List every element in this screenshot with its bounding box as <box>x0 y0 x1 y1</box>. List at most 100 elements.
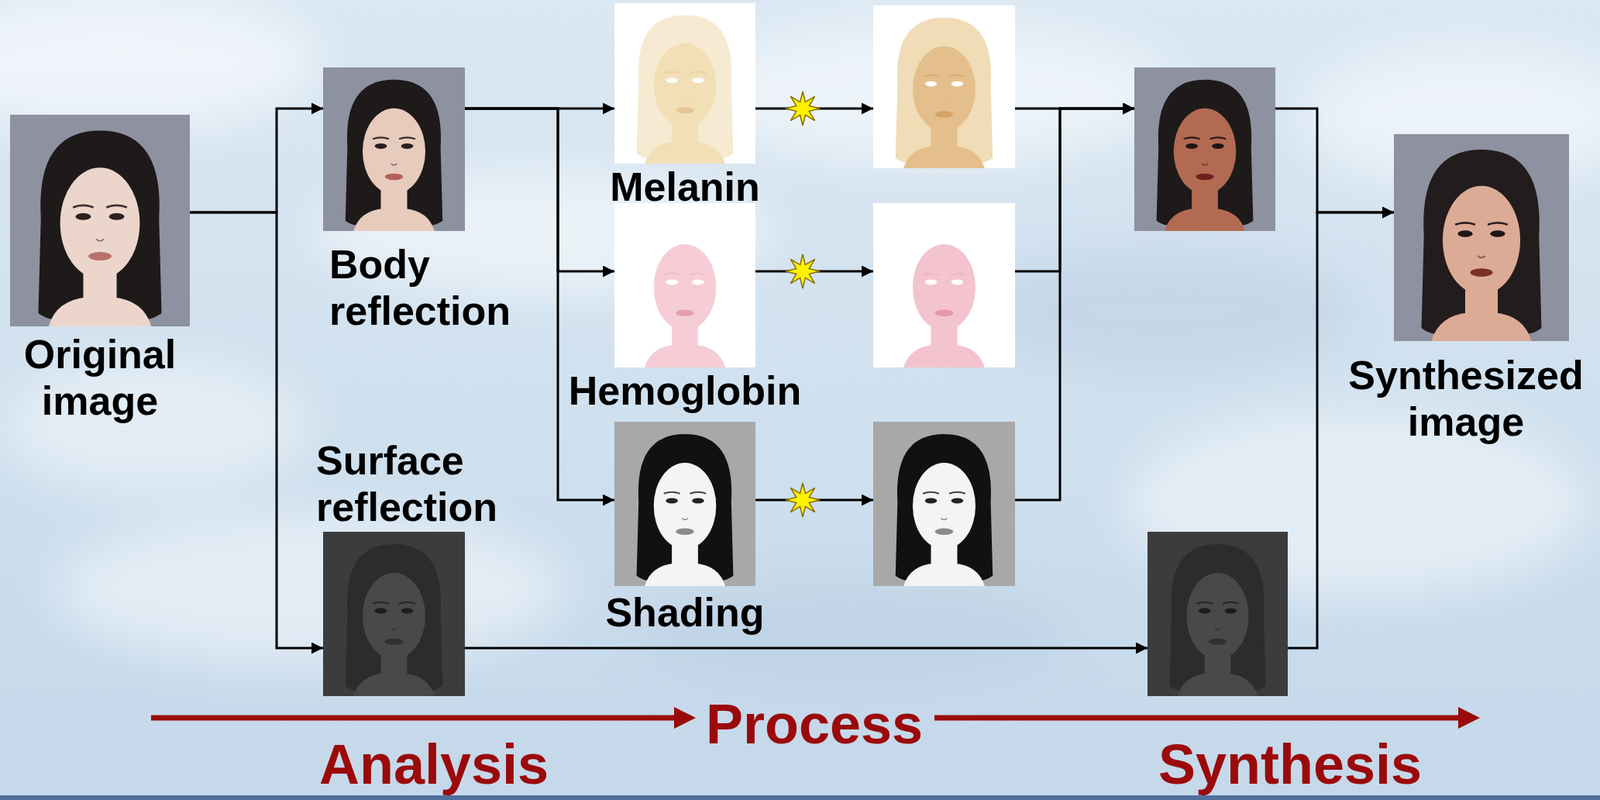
face <box>912 244 976 331</box>
eyebrow <box>922 75 940 77</box>
eye <box>691 77 705 83</box>
shoulders <box>903 145 985 169</box>
nose <box>681 97 689 100</box>
flow-arrow <box>151 715 676 721</box>
photo-ground <box>873 5 1016 169</box>
flow-connector <box>464 108 615 272</box>
lips <box>935 110 954 117</box>
eyebrow <box>922 273 940 276</box>
image-box: Melanin <box>614 3 756 164</box>
photo-ground <box>614 203 756 368</box>
eyebrow <box>372 602 389 604</box>
cloud-shadow <box>968 247 1356 372</box>
lips <box>1195 173 1214 180</box>
lips <box>675 528 694 535</box>
face <box>1173 108 1237 195</box>
flow-arrowhead <box>674 706 696 729</box>
eyebrow <box>949 273 966 276</box>
shoulders <box>1431 312 1532 341</box>
photo-ground <box>323 531 465 696</box>
image-box: Original image <box>10 114 190 327</box>
image-label: Hemoglobin <box>553 367 817 414</box>
image-box <box>873 421 1016 586</box>
lips <box>675 309 694 317</box>
image-box: Surface reflection <box>323 531 465 696</box>
eye <box>691 498 705 504</box>
stage-label: Analysis <box>319 736 549 792</box>
nose <box>1477 255 1486 259</box>
shoulders <box>644 563 726 586</box>
nose <box>1214 628 1222 630</box>
lips <box>935 309 954 317</box>
eye <box>1198 608 1212 614</box>
nose <box>1201 163 1208 166</box>
eyebrow <box>664 72 681 74</box>
shoulders <box>48 296 152 327</box>
face <box>362 108 426 195</box>
image-label: Synthesized image <box>1334 351 1598 445</box>
image-label: Surface reflection <box>316 436 510 530</box>
photo-ground <box>614 3 756 164</box>
eyebrow <box>922 492 940 494</box>
flow-arrowhead <box>1458 706 1480 729</box>
face <box>653 43 717 128</box>
photo-ground <box>873 421 1016 586</box>
face-picture <box>873 421 1016 586</box>
face-picture <box>323 67 465 231</box>
eyebrow <box>949 492 966 494</box>
face-picture <box>1147 531 1288 696</box>
eyebrow <box>690 273 707 276</box>
eyebrow <box>690 492 707 494</box>
shoulders <box>903 344 985 368</box>
eye <box>1489 230 1505 238</box>
face-picture <box>614 203 756 368</box>
flow-connector <box>464 646 1148 650</box>
eye <box>925 498 938 504</box>
eye <box>951 81 964 87</box>
flow-connector <box>1015 108 1135 272</box>
eye <box>109 213 125 221</box>
eyebrow <box>106 205 128 208</box>
face-picture <box>1134 67 1276 231</box>
face-picture <box>10 114 190 327</box>
eye <box>925 279 938 286</box>
face-picture <box>614 3 756 164</box>
lips <box>88 251 112 261</box>
process-star <box>785 482 820 517</box>
shoulders <box>353 208 435 231</box>
nose <box>391 163 398 166</box>
eyebrow <box>1196 602 1213 604</box>
shoulders <box>1164 208 1246 231</box>
shoulders <box>644 141 726 164</box>
lips <box>1469 268 1493 277</box>
eye <box>375 608 388 614</box>
eye <box>375 143 388 149</box>
nose <box>681 518 689 520</box>
eyebrow <box>949 75 966 77</box>
eyebrow <box>690 72 707 74</box>
face <box>1186 572 1249 659</box>
face-picture <box>873 5 1016 169</box>
nose <box>391 628 398 630</box>
lips <box>385 638 404 645</box>
stage-label: Synthesis <box>1158 736 1422 792</box>
eye <box>951 279 964 286</box>
face-picture <box>323 531 465 696</box>
image-box <box>1147 531 1288 696</box>
nose <box>941 518 948 520</box>
stage-label: Process <box>705 695 923 752</box>
nose <box>941 299 948 302</box>
photo-ground <box>1134 67 1276 231</box>
image-label: Shading <box>560 588 809 636</box>
eyebrow <box>1487 222 1508 225</box>
process-star <box>785 91 820 126</box>
lips <box>385 173 404 180</box>
face <box>60 167 141 279</box>
eyebrow <box>1183 137 1201 139</box>
image-label: Body reflection <box>329 240 524 334</box>
eye <box>1185 143 1198 149</box>
eye <box>1224 608 1238 614</box>
eye <box>401 143 414 149</box>
eye <box>401 608 414 614</box>
eye <box>75 213 92 221</box>
